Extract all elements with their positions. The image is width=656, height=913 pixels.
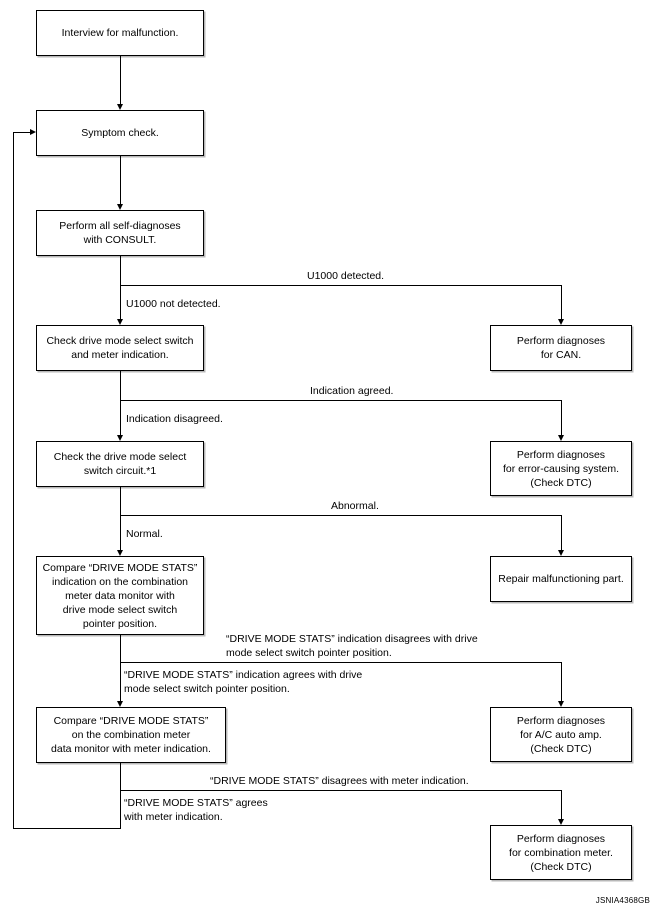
label-indication-agreed: Indication agreed. [310,385,394,397]
arrowhead-diagnoses-can [557,319,564,325]
figure-code-label: JSNIA4368GB [595,896,650,905]
edge-check-switch-trunk [120,371,121,435]
edge-interview-to-symptom [120,56,121,104]
node-diagnoses-ac-auto-amp: Perform diagnoses for A/C auto amp. (Che… [490,707,632,762]
node-diagnoses-error-causing-system: Perform diagnoses for error-causing syst… [490,441,632,496]
node-check-switch-and-meter: Check drive mode select switch and meter… [36,325,204,371]
edge-compare-pointer-trunk [120,635,121,701]
edge-indication-agreed-horizontal [120,400,561,401]
edge-stats-disagrees-meter-vertical [561,790,562,819]
node-diagnoses-combination-meter: Perform diagnoses for combination meter.… [490,825,632,880]
node-diagnoses-can: Perform diagnoses for CAN. [490,325,632,371]
arrowhead-check-switch-circuit [116,435,123,441]
label-u1000-detected: U1000 detected. [307,270,385,282]
edge-check-circuit-trunk [120,487,121,550]
label-stats-disagrees-pointer: “DRIVE MODE STATS” indication disagrees … [226,633,478,659]
label-abnormal: Abnormal. [331,500,379,512]
node-symptom-check: Symptom check. [36,110,204,156]
arrowhead-repair-malfunctioning-part [557,550,564,556]
edge-abnormal-vertical [561,515,562,550]
edge-return-loop-left [13,132,14,829]
edge-return-loop-top [13,132,30,133]
node-compare-stats-meter: Compare “DRIVE MODE STATS” on the combin… [36,707,226,763]
arrowhead-diagnoses-error-causing-system [557,435,564,441]
arrowhead-compare-stats-meter [116,701,123,707]
arrowhead-return-to-symptom-check [30,129,36,135]
label-stats-disagrees-meter: “DRIVE MODE STATS” disagrees with meter … [210,775,469,787]
edge-stats-disagrees-pointer-vertical [561,662,562,701]
arrowhead-compare-stats-pointer [116,550,123,556]
edge-return-loop-bottom [13,828,121,829]
edge-stats-disagrees-meter-horizontal [120,790,561,791]
edge-self-diagnoses-trunk [120,256,121,319]
node-interview: Interview for malfunction. [36,10,204,56]
arrowhead-diagnoses-combination-meter [557,819,564,825]
label-u1000-not-detected: U1000 not detected. [126,298,221,310]
edge-u1000-detected-horizontal [120,285,561,286]
edge-compare-meter-trunk [120,763,121,828]
arrowhead-check-switch-and-meter [116,319,123,325]
label-normal: Normal. [126,528,163,540]
edge-symptom-to-self-diagnoses [120,156,121,204]
node-repair-malfunctioning-part: Repair malfunctioning part. [490,556,632,602]
arrowhead-diagnoses-ac-auto-amp [557,701,564,707]
edge-abnormal-horizontal [120,515,561,516]
edge-indication-agreed-vertical [561,400,562,435]
arrowhead-symptom-check [116,104,123,110]
label-stats-agrees-pointer: “DRIVE MODE STATS” indication agrees wit… [124,669,363,695]
label-indication-disagreed: Indication disagreed. [126,413,223,425]
edge-u1000-detected-vertical [561,285,562,319]
arrowhead-self-diagnoses [116,204,123,210]
edge-stats-disagrees-pointer-horizontal [120,662,561,663]
label-stats-agrees-meter: “DRIVE MODE STATS” agrees with meter ind… [124,797,268,823]
node-perform-self-diagnoses: Perform all self-diagnoses with CONSULT. [36,210,204,256]
node-check-switch-circuit: Check the drive mode select switch circu… [36,441,204,487]
node-compare-stats-pointer: Compare “DRIVE MODE STATS” indication on… [36,556,204,635]
